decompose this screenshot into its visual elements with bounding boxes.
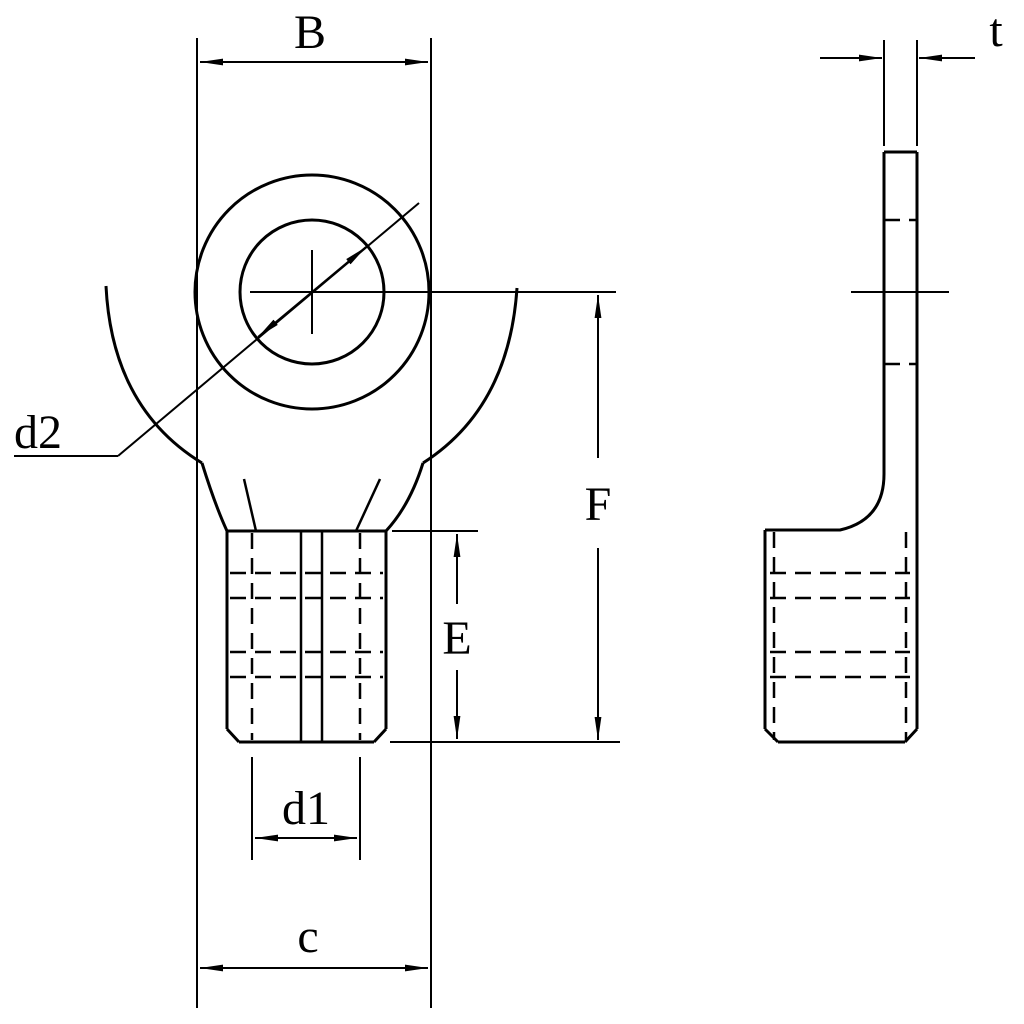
dimension-t: t — [820, 4, 1003, 146]
dimension-label-B: B — [294, 6, 326, 59]
dimension-label-d1: d1 — [282, 782, 330, 835]
dimension-E: E — [392, 530, 478, 739]
taper-left-outline — [200, 462, 229, 532]
taper-left-inner-line — [242, 478, 258, 532]
palm-right-arc — [422, 287, 519, 465]
taper-right-outline — [384, 462, 425, 533]
dimension-F: F — [390, 295, 620, 743]
front-view — [104, 173, 616, 744]
barrel-left-chamfer — [225, 727, 241, 744]
dimension-label-d2: d2 — [14, 406, 62, 459]
dimension-d2: d2 — [14, 202, 420, 459]
side-view — [763, 150, 949, 744]
dimension-arrow-line — [257, 291, 313, 338]
side-left-bend-outline — [765, 152, 886, 532]
dimension-arrow-line — [311, 246, 367, 293]
side-left-chamfer — [763, 727, 780, 744]
dimension-c: c — [200, 910, 428, 972]
dimension-label-t: t — [989, 4, 1003, 57]
dimension-label-c: c — [297, 910, 318, 963]
dimension-label-F: F — [585, 478, 612, 531]
dimension-B: B — [196, 6, 432, 1008]
palm-left-arc — [104, 285, 203, 465]
taper-right-inner-line — [354, 478, 382, 532]
dimension-label-E: E — [442, 612, 471, 665]
dimension-d1: d1 — [251, 757, 361, 860]
barrel-right-chamfer — [372, 727, 388, 744]
